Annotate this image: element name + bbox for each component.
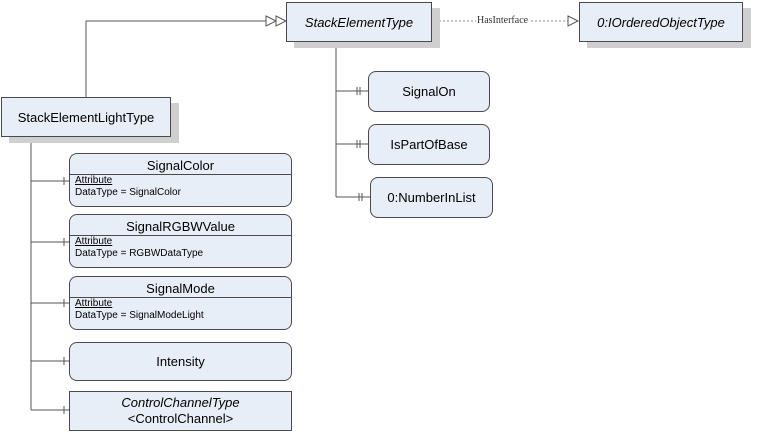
stack-element-type-node[interactable]: StackElementType (286, 2, 432, 42)
signal-mode-kind: Attribute (75, 298, 113, 309)
component-tick-marks (356, 87, 363, 201)
is-part-of-base-node[interactable]: IsPartOfBase (368, 124, 490, 165)
control-channel-browse-name: <ControlChannel> (127, 411, 234, 426)
inheritance-arrowhead (265, 15, 278, 27)
control-channel-node[interactable]: ControlChannelType <ControlChannel> (69, 391, 292, 431)
ordered-object-type-node[interactable]: 0:IOrderedObjectType (579, 2, 743, 42)
signal-mode-title: SignalMode (146, 281, 215, 296)
node-divider (70, 235, 291, 236)
signal-mode-node[interactable]: SignalMode Attribute DataType = SignalMo… (69, 276, 292, 330)
control-channel-type-label: ControlChannelType (121, 395, 240, 410)
signal-color-datatype: DataType = SignalColor (75, 187, 181, 198)
signal-color-kind: Attribute (75, 175, 113, 186)
signal-rgbw-value-datatype: DataType = RGBWDataType (75, 248, 204, 259)
node-divider (70, 174, 291, 175)
node-divider (70, 297, 291, 298)
signal-on-label: SignalOn (402, 84, 456, 99)
stack-element-type-label: StackElementType (304, 14, 414, 30)
signal-rgbw-value-node[interactable]: SignalRGBWValue Attribute DataType = RGB… (69, 214, 292, 268)
has-interface-label: HasInterface (476, 15, 530, 27)
number-in-list-label: 0:NumberInList (387, 190, 476, 205)
intensity-node[interactable]: Intensity (69, 342, 292, 381)
ordered-object-type-label: 0:IOrderedObjectType (597, 14, 725, 30)
signal-on-node[interactable]: SignalOn (368, 71, 490, 112)
inheritance-arrowhead (275, 15, 288, 27)
signal-rgbw-value-kind: Attribute (75, 236, 113, 247)
stack-element-light-type-node[interactable]: StackElementLightType (1, 97, 171, 137)
signal-color-node[interactable]: SignalColor Attribute DataType = SignalC… (69, 153, 292, 207)
subtype-connector (85, 20, 266, 97)
signal-rgbw-value-title: SignalRGBWValue (126, 219, 235, 234)
signal-mode-datatype: DataType = SignalModeLight (75, 310, 204, 321)
signal-color-title: SignalColor (146, 158, 215, 173)
stack-element-light-type-label: StackElementLightType (17, 109, 155, 125)
has-interface-arrowhead (567, 15, 580, 27)
is-part-of-base-label: IsPartOfBase (390, 137, 468, 152)
number-in-list-node[interactable]: 0:NumberInList (370, 177, 493, 218)
intensity-label: Intensity (156, 354, 205, 369)
